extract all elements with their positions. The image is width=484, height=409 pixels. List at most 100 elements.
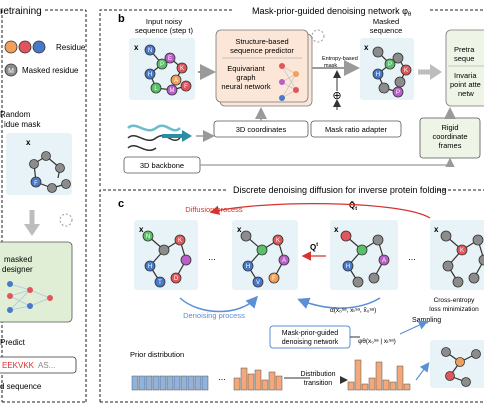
prior-distribution-bars	[131, 375, 209, 391]
panel-c-title: Discrete denoising diffusion for inverse…	[233, 185, 446, 195]
diffusion-arrow	[209, 203, 431, 219]
denoising-arrow	[179, 295, 258, 313]
prior-bar	[173, 375, 181, 391]
masked-designer-line1: masked	[4, 255, 32, 264]
input-residue-node	[176, 62, 188, 74]
diffusion-residue-node-letter: K	[460, 248, 464, 254]
pretraining-panel: retraining Residue M Masked residue Rand…	[0, 6, 87, 403]
pretrain-arrow-head	[24, 224, 40, 236]
final-bar	[347, 381, 355, 391]
diffusion-residue-node	[170, 272, 182, 284]
masked-node	[41, 151, 51, 161]
diffusion-residue-node	[272, 234, 284, 246]
ellipsis-1: ...	[208, 252, 216, 262]
masked-seq-x: x	[364, 43, 369, 52]
legend-residue-red	[18, 40, 32, 54]
masked-residue-node	[394, 76, 406, 88]
panel-c-tag: c	[118, 198, 124, 210]
diffusion-residue-node-letter: A	[382, 258, 386, 264]
panel-b-title: Mask-prior-guided denoising network φθ	[252, 6, 412, 18]
masked-residue-node-letter: K	[404, 68, 408, 74]
plus-operator: ⊕	[332, 90, 341, 102]
diffusion-residue-node	[268, 272, 280, 284]
panel-b: b Mask-prior-guided denoising network φθ…	[99, 6, 484, 186]
masked-residue-node	[392, 86, 404, 98]
prior-bar	[131, 375, 139, 391]
diffusion-residue-node	[452, 276, 464, 288]
state-x0-label: x	[139, 225, 144, 234]
diffusion-residue-node	[154, 276, 166, 288]
final-bar	[361, 383, 369, 391]
diffusion-residue-node	[478, 254, 484, 266]
rigid-line3: frames	[439, 141, 462, 150]
masked-structure-box	[6, 133, 72, 195]
masked-residue-node	[378, 82, 390, 94]
diffusion-residue-node	[252, 276, 264, 288]
diffusion-residue-node	[340, 230, 352, 242]
panel-b-tag: b	[118, 13, 125, 25]
intermediate-bar	[247, 373, 255, 391]
legend-masked-glyph: M	[8, 68, 14, 75]
diffusion-residue-node-letter: D	[174, 276, 179, 282]
diffusion-residue-node	[368, 272, 380, 284]
input-residue-node	[164, 52, 176, 64]
diffusion-residue-node	[142, 230, 154, 242]
prior-bar	[201, 375, 209, 391]
diffusion-residue-node	[158, 244, 170, 256]
legend-residue-label: Residue	[56, 43, 86, 52]
state-xT-label: x	[434, 225, 439, 234]
sampled-node	[441, 347, 451, 357]
final-bar	[375, 361, 383, 391]
masked-node	[61, 179, 71, 189]
prior-bar	[138, 375, 146, 391]
sampled-node	[461, 377, 471, 387]
phi-expression: φθ(x₀ˢᵃ | xₜˢᵃ)	[358, 338, 396, 345]
input-residue-node-letter: M	[170, 88, 175, 94]
arrow-to-pretrained-head	[430, 64, 442, 80]
input-residue-node	[144, 68, 156, 80]
cross-entropy-line2: loss minimization	[429, 306, 479, 313]
predicted-sequence-box	[0, 356, 77, 374]
q-step-superscript: t	[316, 242, 318, 248]
predicted-sequence-rest: AS...	[38, 361, 55, 370]
transition-line2: transition	[304, 380, 333, 387]
state-xt1-label: x	[334, 225, 339, 234]
entropy-line2: mask	[324, 63, 337, 69]
prior-distribution-label: Prior distribution	[130, 350, 184, 359]
diffusion-residue-node	[352, 276, 364, 288]
input-residue-node-letter: L	[154, 86, 158, 92]
masked-structure-x: x	[26, 138, 31, 147]
egnn-line3: neural network	[221, 82, 270, 91]
predicted-sequence-visible: EEKVKK	[2, 361, 35, 370]
input-caption-line1: Input noisy	[146, 17, 183, 26]
pretrained-line1: Pretra	[454, 45, 475, 54]
egnn-network-icon	[279, 63, 299, 101]
pretrained-box	[445, 29, 484, 107]
pretraining-border	[1, 9, 87, 403]
backbone-icon	[127, 124, 192, 151]
pretrained-line5: netw	[458, 89, 474, 98]
masked-residue-node	[400, 64, 412, 76]
diffusion-residue-node-letter: F	[272, 276, 276, 282]
input-residue-node-letter: P	[160, 62, 164, 68]
prior-bar	[145, 375, 153, 391]
backbone-label: 3D backbone	[140, 161, 184, 170]
masked-residue-node-letter: H	[376, 72, 380, 78]
pretraining-title: retraining	[0, 6, 42, 17]
final-bar	[396, 365, 404, 391]
input-residue-node	[180, 80, 192, 92]
q-bar-text: Q̄	[349, 201, 355, 210]
diffusion-residue-node	[240, 230, 252, 242]
diffusion-residue-node-letter: N	[146, 234, 150, 240]
panel-b-title-text: Mask-prior-guided denoising network φ	[252, 6, 408, 16]
diffusion-residue-node	[440, 230, 452, 242]
q-step-text: Q	[310, 243, 316, 252]
input-caption-line2: sequence (step t)	[135, 26, 193, 35]
egnn-line1: Equivariant	[227, 64, 265, 73]
mask-ratio-box	[310, 120, 402, 138]
diffusion-residue-node	[472, 234, 484, 246]
intermediate-bar	[275, 375, 283, 391]
intermediate-bar	[240, 367, 248, 391]
